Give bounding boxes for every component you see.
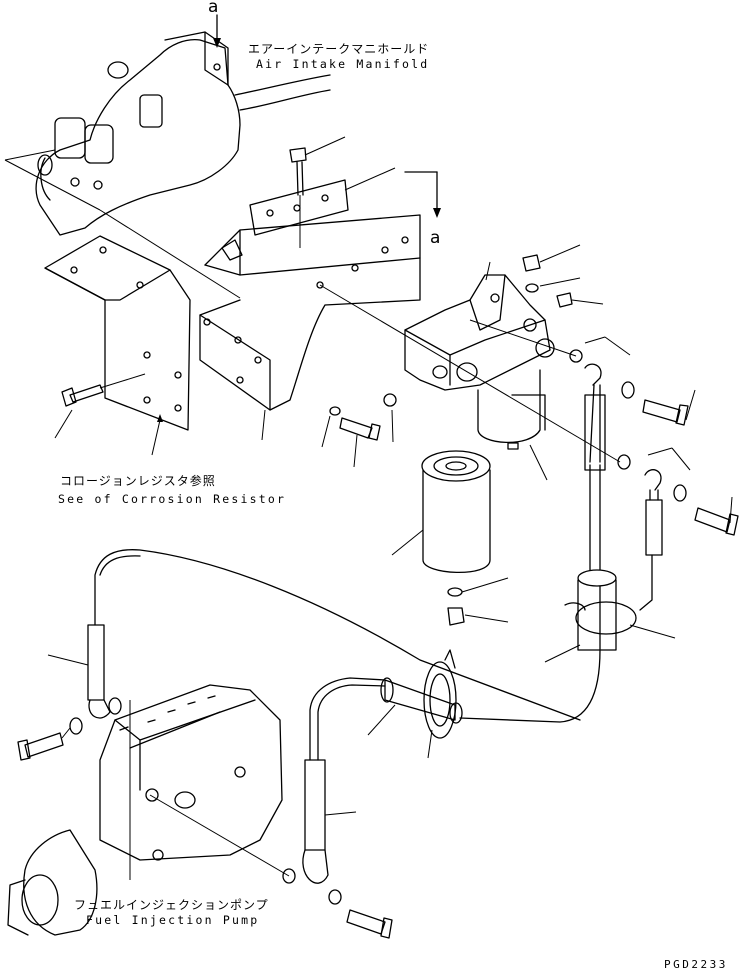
corrosion-label-en: See of Corrosion Resistor — [58, 492, 287, 506]
bracket-upper-plate — [249, 179, 349, 236]
manifold-label-en: Air Intake Manifold — [256, 57, 430, 71]
air-intake-manifold — [35, 31, 331, 236]
manifold-label-jp: エアーインテークマニホールド — [248, 42, 430, 56]
fuel-hose — [459, 464, 676, 723]
reference-arrow-mid — [404, 171, 441, 218]
fuel-filter-head — [404, 274, 555, 391]
fuel-injection-pump — [7, 684, 290, 936]
bracket-main — [199, 214, 421, 411]
bolt-left — [54, 373, 146, 439]
bolt-top — [289, 136, 346, 248]
reference-arrow-icon — [433, 208, 441, 218]
reference-arrow-top — [213, 14, 221, 48]
hose-grommet — [367, 649, 463, 759]
pump-label-en: Fuel Injection Pump — [86, 913, 260, 927]
filter-bowl — [477, 369, 548, 481]
drawing-code: PGD2233 — [664, 958, 728, 971]
reference-arrow-icon — [213, 38, 221, 48]
reference-letter-top: a — [208, 0, 219, 17]
pump-label-jp: フュエルインジェクションポンプ — [74, 898, 269, 912]
bracket-left — [44, 235, 191, 431]
filter-cartridge — [391, 450, 491, 574]
reference-letter-mid: a — [430, 228, 441, 248]
corrosion-label-jp: コロージョンレジスタ参照 — [60, 474, 216, 488]
